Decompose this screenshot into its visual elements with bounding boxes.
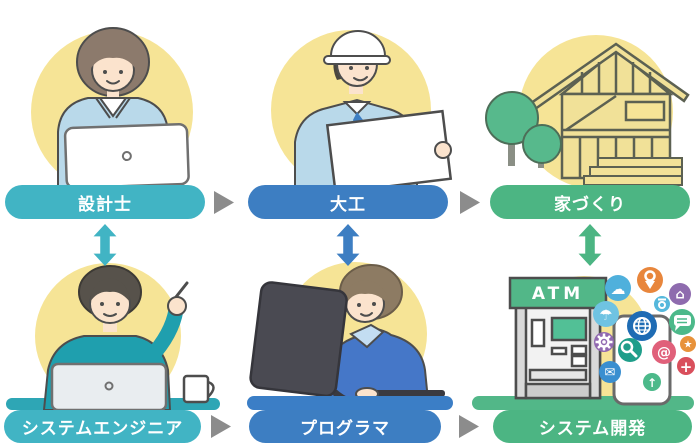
gear-icon — [594, 332, 614, 352]
svg-text:✉: ✉ — [605, 366, 616, 381]
right-arrow-icon — [459, 415, 479, 438]
illustration-designer — [31, 27, 193, 186]
magnifier-icon — [618, 338, 642, 362]
illustration-system-development: ATM ☁ ⌂ ☂ — [472, 267, 696, 410]
svg-text:↑: ↑ — [647, 376, 657, 390]
vertical-double-arrow-icon — [336, 224, 360, 266]
illustration-house-frame — [485, 35, 690, 186]
location-pin-icon — [637, 267, 663, 293]
label-designer: 設計士 — [5, 185, 205, 219]
illustration-systems-engineer — [6, 263, 220, 410]
svg-text:★: ★ — [684, 340, 693, 351]
illustration-programmer — [247, 262, 453, 410]
label-system-development: システム開発 — [493, 410, 692, 443]
globe-icon — [627, 311, 657, 341]
right-arrow-icon — [211, 415, 231, 438]
arrow-up-icon: ↑ — [643, 373, 661, 391]
vertical-double-arrow-icon — [93, 224, 117, 266]
home-icon: ⌂ — [669, 283, 691, 305]
right-arrow-icon — [460, 191, 480, 214]
umbrella-icon: ☂ — [593, 301, 619, 327]
label-house-building: 家づくり — [490, 185, 690, 219]
svg-text:☂: ☂ — [599, 306, 612, 324]
label-programmer: プログラマ — [249, 410, 441, 443]
star-icon: ★ — [680, 336, 696, 352]
svg-text:⌂: ⌂ — [675, 288, 684, 303]
svg-text:☁: ☁ — [611, 280, 626, 298]
atm-sign-text: ATM — [532, 284, 584, 304]
illustration-carpenter — [271, 30, 453, 186]
svg-text:+: + — [680, 358, 693, 376]
label-systems-engineer: システムエンジニア — [4, 410, 201, 443]
camera-icon — [654, 296, 670, 312]
svg-text:@: @ — [657, 345, 671, 361]
mail-icon: ✉ — [599, 361, 621, 383]
atm-machine — [508, 276, 608, 400]
plus-icon: + — [677, 357, 695, 376]
label-carpenter: 大工 — [248, 185, 448, 219]
right-arrow-icon — [214, 191, 234, 214]
at-sign-icon: @ — [652, 340, 676, 364]
vertical-double-arrow-icon — [578, 224, 602, 266]
cloud-icon: ☁ — [605, 275, 631, 301]
speech-bubble-icon — [669, 309, 695, 335]
